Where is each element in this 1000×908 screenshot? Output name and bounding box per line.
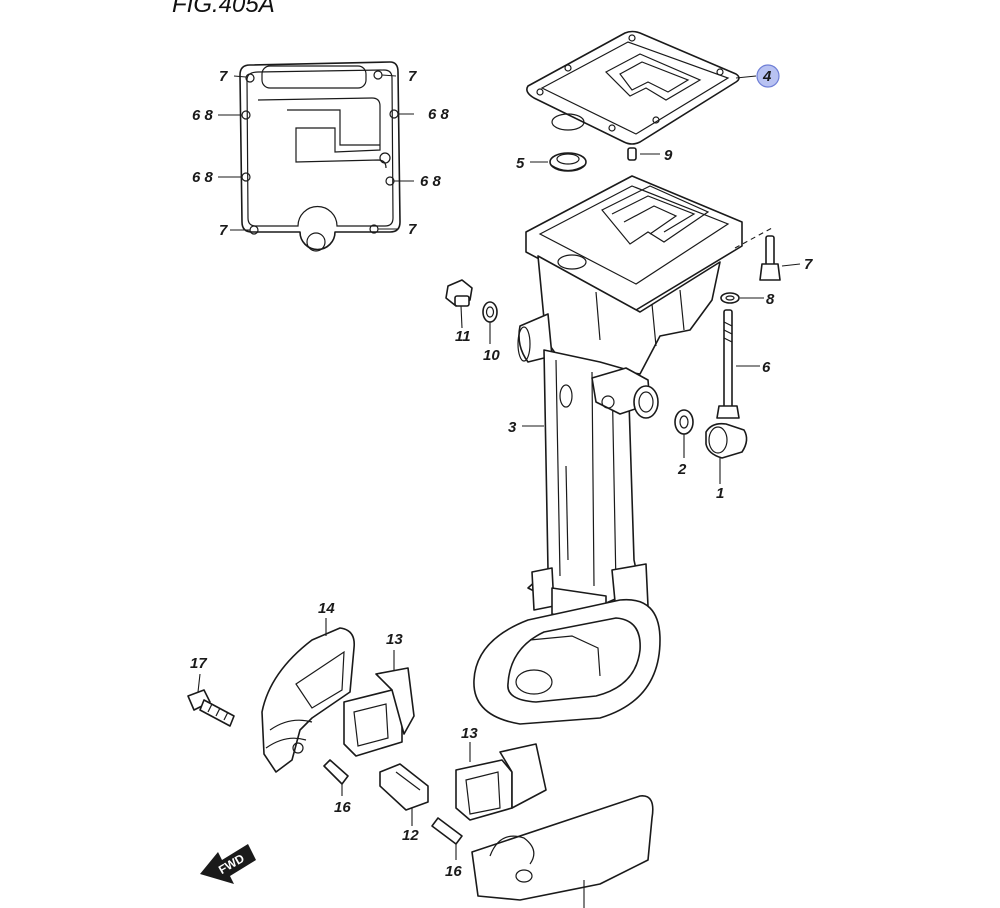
part-2-gasket[interactable] — [674, 409, 694, 458]
gasket-label-7-bottom-left: 7 — [219, 222, 228, 239]
callout-9: 9 — [664, 147, 673, 164]
callout-16-upper: 16 — [334, 799, 351, 816]
lower-mount-cover — [471, 795, 654, 908]
callout-7: 7 — [804, 256, 813, 273]
figure-title: FIG.405A — [172, 0, 275, 18]
callout-5: 5 — [516, 155, 525, 172]
part-16-pin-upper[interactable] — [323, 759, 349, 796]
callout-13-lower: 13 — [461, 725, 478, 742]
part-11-drain-bolt[interactable] — [445, 279, 473, 329]
gasket-label-68-upper-right: 6 8 — [428, 106, 450, 123]
part-4-highlight-marker[interactable] — [756, 64, 780, 88]
gasket-detail-view — [218, 61, 414, 252]
part-6-long-bolt[interactable] — [716, 309, 760, 419]
gasket-label-68-mid-left: 6 8 — [192, 169, 214, 186]
gasket-label-68-upper-left: 6 8 — [192, 107, 214, 124]
callout-14: 14 — [318, 600, 335, 617]
part-13-rubber-mount-lower[interactable] — [455, 742, 547, 821]
part-16-pin-lower[interactable] — [431, 817, 463, 860]
part-1-plug[interactable] — [705, 422, 748, 484]
callout-3: 3 — [508, 419, 517, 436]
part-3-drive-shaft-housing[interactable] — [473, 175, 743, 725]
callout-6: 6 — [762, 359, 771, 376]
part-14-bracket[interactable] — [261, 618, 356, 773]
gasket-label-7-bottom-right: 7 — [408, 221, 417, 238]
callout-12: 12 — [402, 827, 419, 844]
part-13-rubber-mount-upper[interactable] — [343, 650, 415, 757]
gasket-label-7-top-right: 7 — [408, 68, 417, 85]
gasket-label-7-top-left: 7 — [219, 68, 228, 85]
callout-16-lower: 16 — [445, 863, 462, 880]
callout-2: 2 — [677, 461, 687, 478]
callout-1: 1 — [716, 485, 724, 502]
part-10-washer[interactable] — [482, 301, 498, 344]
part-17-bolt[interactable] — [187, 673, 235, 727]
callout-8: 8 — [766, 291, 775, 308]
part-9-dowel-pin[interactable] — [627, 147, 660, 161]
callout-13-upper: 13 — [386, 631, 403, 648]
callout-4: 4 — [762, 68, 772, 85]
callout-17: 17 — [190, 655, 207, 672]
gasket-label-68-mid-right: 6 8 — [420, 173, 442, 190]
part-7-bolt[interactable] — [734, 227, 801, 281]
part-8-washer[interactable] — [720, 292, 764, 304]
part-12-stopper[interactable] — [379, 763, 429, 826]
callout-10: 10 — [483, 347, 500, 364]
part-5-oil-seal[interactable] — [530, 152, 587, 172]
forward-direction-arrow: FWD — [200, 844, 256, 884]
part-4-gasket[interactable] — [526, 30, 757, 145]
callout-11: 11 — [455, 328, 471, 345]
